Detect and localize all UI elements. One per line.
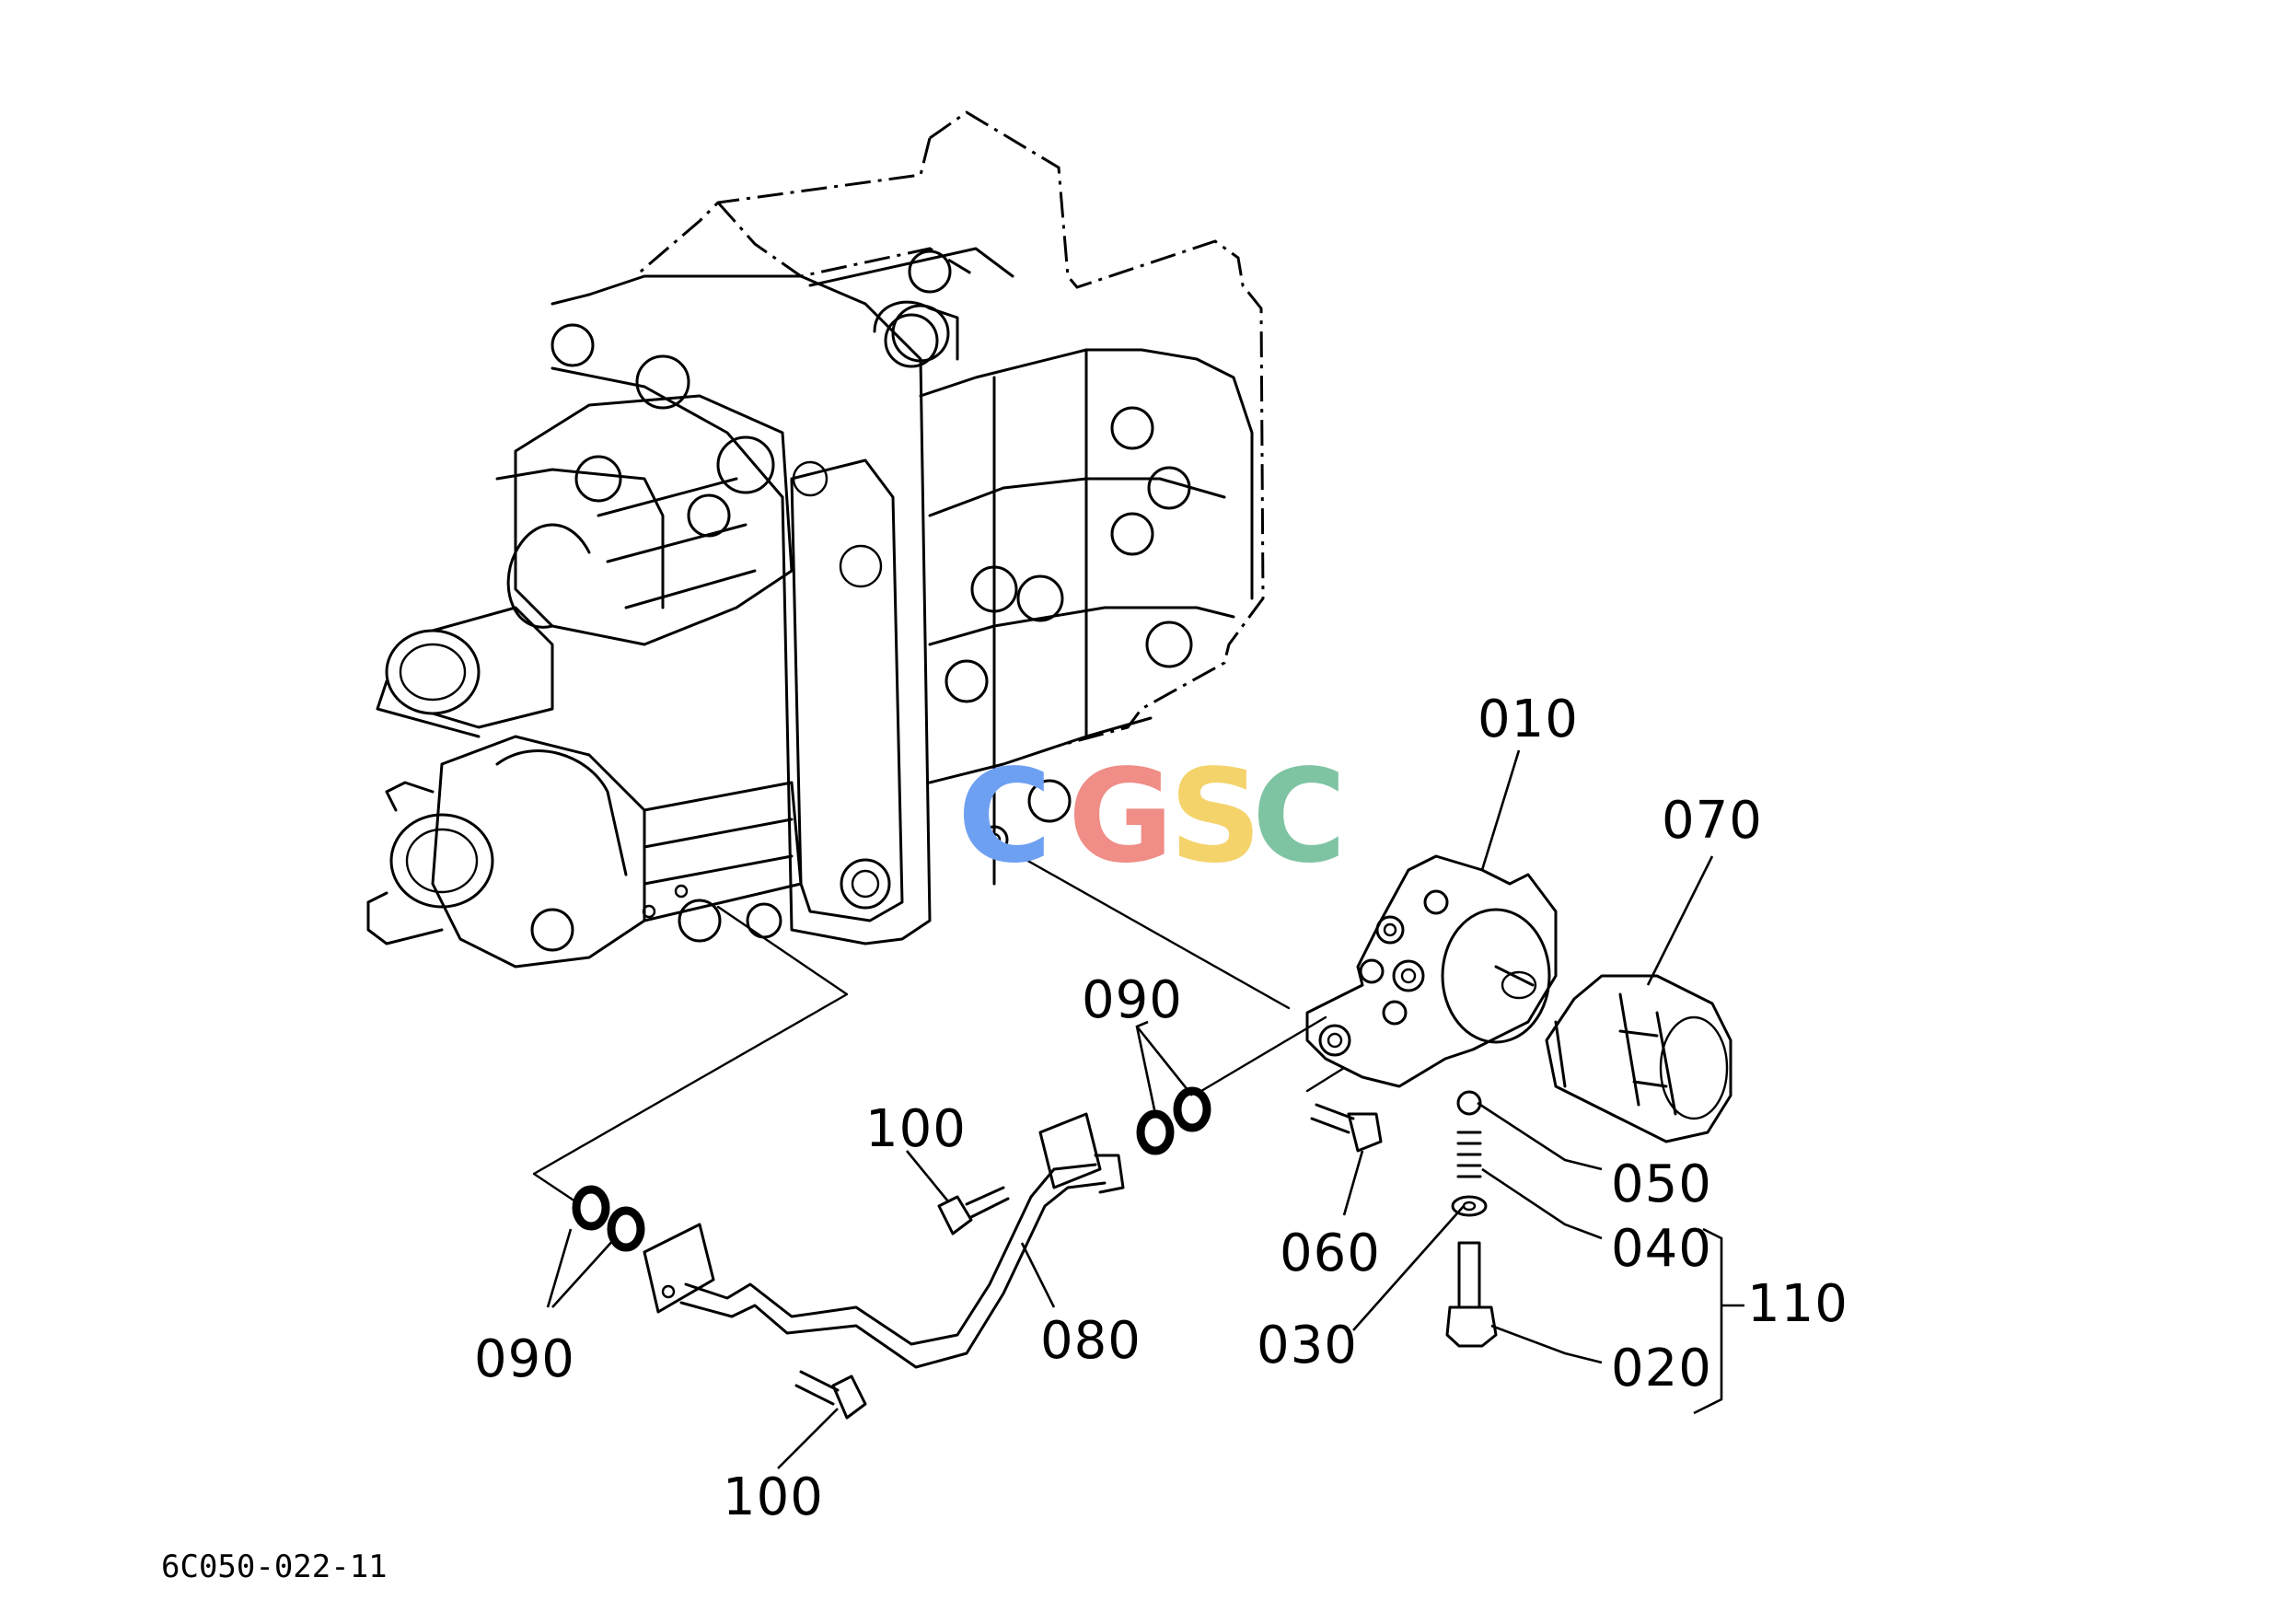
label-030: 030: [1257, 1316, 1358, 1375]
diagram-code: 6C050-022-11: [161, 1549, 388, 1585]
oil-pipe-080: [643, 1112, 1125, 1369]
label-090-upper: 090: [1082, 970, 1183, 1030]
watermark-letter-s: S: [1169, 742, 1262, 892]
watermark-logo: C G S C: [957, 742, 1347, 892]
label-020: 020: [1611, 1339, 1712, 1398]
assembly-link-lines: [532, 845, 1364, 1203]
filter-head-010: [1305, 854, 1558, 1088]
filter-cartridge-070: [1545, 974, 1733, 1143]
transmission-housing-drawing: [366, 110, 1265, 969]
label-110: 110: [1747, 1274, 1848, 1334]
label-100-lower: 100: [723, 1467, 824, 1527]
bolts-100: [794, 1186, 1010, 1420]
relief-valve-parts: [1445, 1090, 1498, 1348]
watermark-letter-c2: C: [1252, 742, 1347, 892]
label-060: 060: [1280, 1224, 1381, 1283]
watermark-letter-g: G: [1068, 742, 1174, 892]
label-040: 040: [1611, 1219, 1712, 1279]
label-050: 050: [1611, 1154, 1712, 1214]
bolt-060: [1310, 1103, 1383, 1153]
part-labels: 010 070 090 100 080 090 100 060 050 040 …: [474, 690, 1848, 1527]
leader-lines: [546, 749, 1744, 1469]
label-010: 010: [1478, 690, 1579, 749]
label-080: 080: [1040, 1311, 1142, 1371]
watermark-letter-c1: C: [957, 742, 1052, 892]
washers-090: [572, 1086, 1211, 1252]
label-100-upper: 100: [865, 1099, 967, 1159]
label-090-lower: 090: [474, 1329, 575, 1389]
label-070: 070: [1662, 791, 1763, 851]
